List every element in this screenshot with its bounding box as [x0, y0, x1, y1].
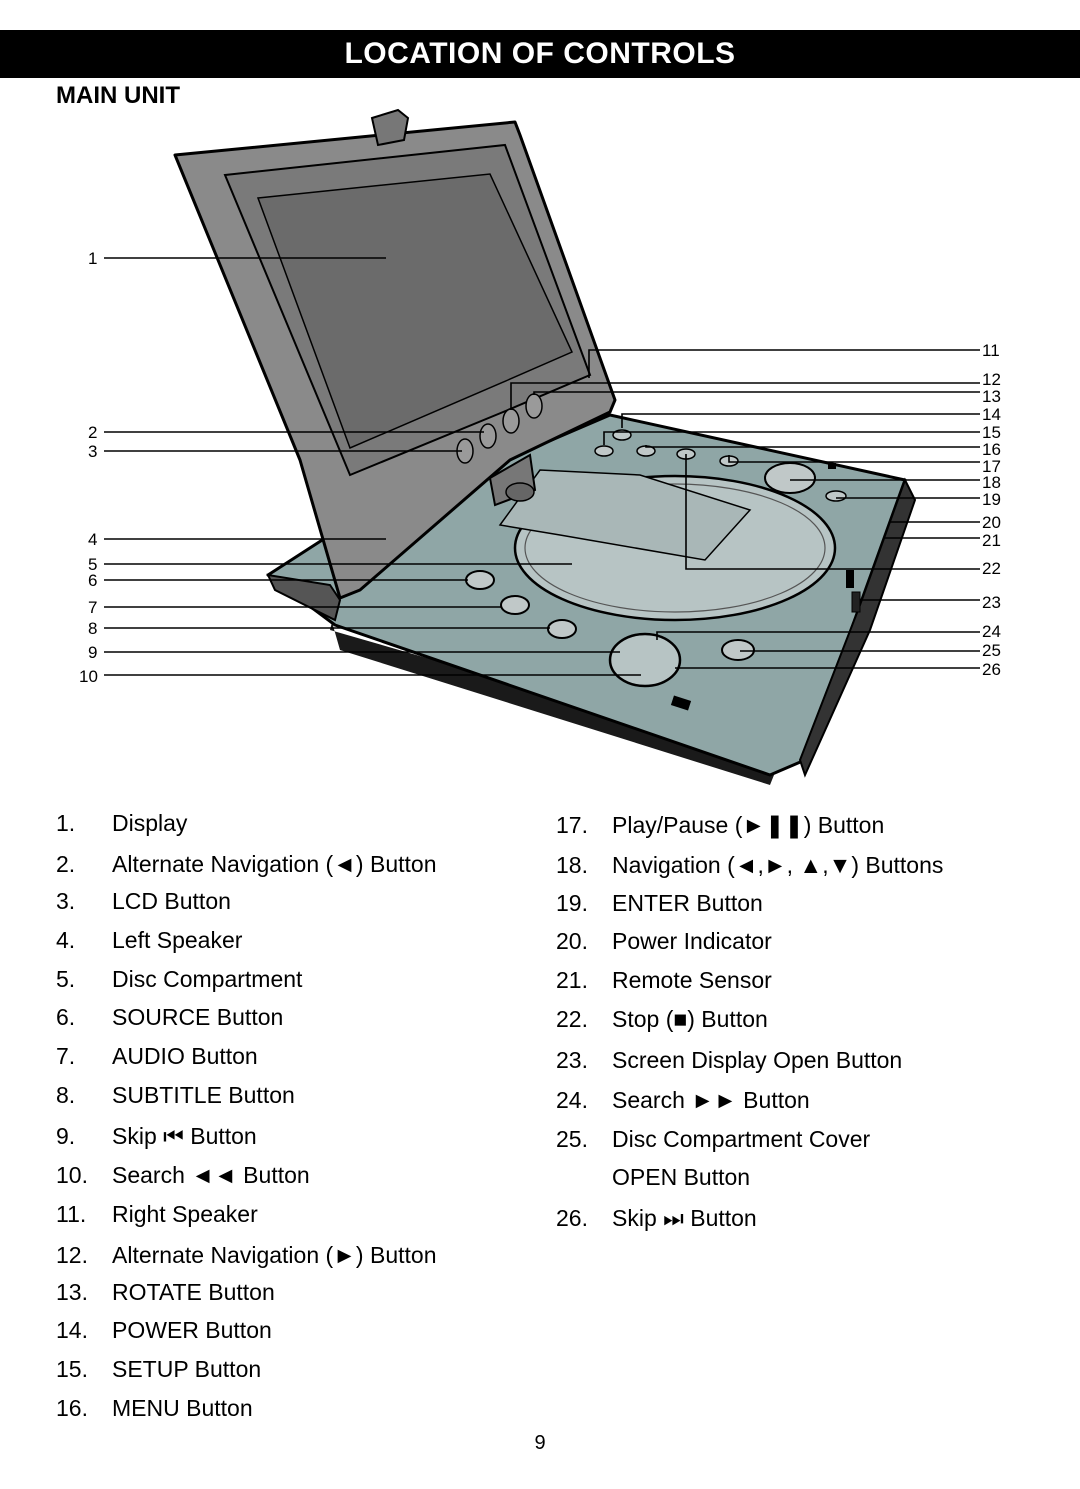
callout-number: 13 [982, 387, 1001, 406]
item-label: LCD Button [112, 888, 231, 914]
callout-labels: 1 2 3 4 5 6 7 8 9 10 11 12 13 14 15 16 1… [79, 249, 1001, 686]
callout-number: 17 [982, 457, 1001, 476]
item-number: 3. [56, 888, 76, 914]
item-number: 11. [56, 1201, 87, 1227]
item-number: 12. [56, 1242, 88, 1268]
item-number: 1. [56, 810, 76, 836]
item-label: SETUP Button [112, 1356, 262, 1382]
item-label: Disc Compartment Cover [612, 1126, 871, 1152]
callout-number: 21 [982, 531, 1001, 550]
item-label: OPEN Button [612, 1164, 751, 1190]
callout-number: 8 [88, 619, 97, 638]
item-number: 18. [556, 852, 588, 878]
callout-number: 6 [88, 571, 97, 590]
item-number: 7. [56, 1043, 76, 1069]
callout-number: 7 [88, 598, 97, 617]
callout-number: 3 [88, 442, 97, 461]
callout-number: 15 [982, 423, 1001, 442]
subtitle-button [547, 619, 577, 639]
page-title-bar: LOCATION OF CONTROLS [0, 30, 1080, 78]
callout-number: 1 [88, 249, 97, 268]
item-label: Play/Pause (►❚❚) Button [612, 812, 885, 838]
callout-number: 16 [982, 440, 1001, 459]
item-number: 4. [56, 927, 76, 953]
callout-number: 24 [982, 622, 1001, 641]
item-label: MENU Button [112, 1395, 253, 1421]
item-label: POWER Button [112, 1317, 272, 1343]
item-number: 21. [556, 967, 588, 993]
display-screen [256, 173, 574, 450]
item-label: Right Speaker [112, 1201, 258, 1227]
callout-number: 22 [982, 559, 1001, 578]
audio-button [500, 595, 530, 615]
item-number: 20. [556, 928, 588, 954]
item-label: AUDIO Button [112, 1043, 258, 1069]
callout-lines [104, 257, 980, 676]
callout-number: 2 [88, 423, 97, 442]
item-number: 9. [56, 1123, 76, 1149]
item-label: Stop (■) Button [612, 1006, 768, 1032]
item-number: 17. [556, 812, 588, 838]
item-number: 25. [556, 1126, 588, 1152]
item-number: 23. [556, 1047, 588, 1073]
item-number: 8. [56, 1082, 76, 1108]
callout-number: 14 [982, 405, 1001, 424]
item-number: 13. [56, 1279, 88, 1305]
item-label: SOURCE Button [112, 1004, 284, 1030]
item-label: Alternate Navigation (►) Button [112, 1242, 437, 1268]
item-number: 2. [56, 851, 76, 877]
callout-number: 10 [79, 667, 98, 686]
page-title: LOCATION OF CONTROLS [344, 37, 736, 70]
item-label: Screen Display Open Button [612, 1047, 903, 1073]
item-number: 10. [56, 1162, 88, 1188]
page-number: 9 [534, 1432, 546, 1454]
item-label: ENTER Button [612, 890, 763, 916]
item-label: Search ►► Button [612, 1087, 810, 1113]
callout-number: 18 [982, 473, 1001, 492]
callout-number: 20 [982, 513, 1001, 532]
item-label: ROTATE Button [112, 1279, 275, 1305]
item-label: Left Speaker [112, 927, 243, 953]
callout-number: 11 [982, 341, 1000, 360]
item-number: 15. [56, 1356, 88, 1382]
source-button [465, 570, 495, 590]
callout-number: 25 [982, 641, 1001, 660]
item-label: Skip ⏮ Button [112, 1123, 257, 1149]
item-number: 16. [56, 1395, 88, 1421]
callout-number: 12 [982, 370, 1001, 389]
play-pause-button [764, 462, 816, 494]
item-number: 24. [556, 1087, 588, 1113]
skip-forward-button [721, 639, 755, 661]
dvd-player-illustration [173, 108, 917, 785]
callout-number: 19 [982, 490, 1001, 509]
enter-button [825, 490, 847, 502]
item-label: Search ◄◄ Button [112, 1162, 310, 1188]
callout-number: 23 [982, 593, 1001, 612]
item-label: SUBTITLE Button [112, 1082, 295, 1108]
item-number: 14. [56, 1317, 88, 1343]
navigation-pad [608, 632, 682, 688]
callout-number: 5 [88, 555, 97, 574]
item-number: 5. [56, 966, 76, 992]
item-label: Skip ⏭ Button [612, 1205, 757, 1231]
main-unit-diagram: 1 2 3 4 5 6 7 8 9 10 11 12 13 14 15 16 1… [79, 108, 1001, 785]
item-number: 19. [556, 890, 588, 916]
item-label: Alternate Navigation (◄) Button [112, 851, 437, 877]
callout-number: 9 [88, 643, 97, 662]
callout-number: 26 [982, 660, 1001, 679]
item-number: 26. [556, 1205, 588, 1231]
section-title: MAIN UNIT [56, 82, 180, 109]
item-label: Disc Compartment [112, 966, 303, 992]
item-number: 6. [56, 1004, 76, 1030]
callout-number: 4 [88, 530, 97, 549]
item-label: Remote Sensor [612, 967, 772, 993]
item-label: Display [112, 810, 188, 836]
item-label: Navigation (◄,►, ▲,▼) Buttons [612, 852, 944, 878]
item-label: Power Indicator [612, 928, 772, 954]
item-number: 22. [556, 1006, 588, 1032]
